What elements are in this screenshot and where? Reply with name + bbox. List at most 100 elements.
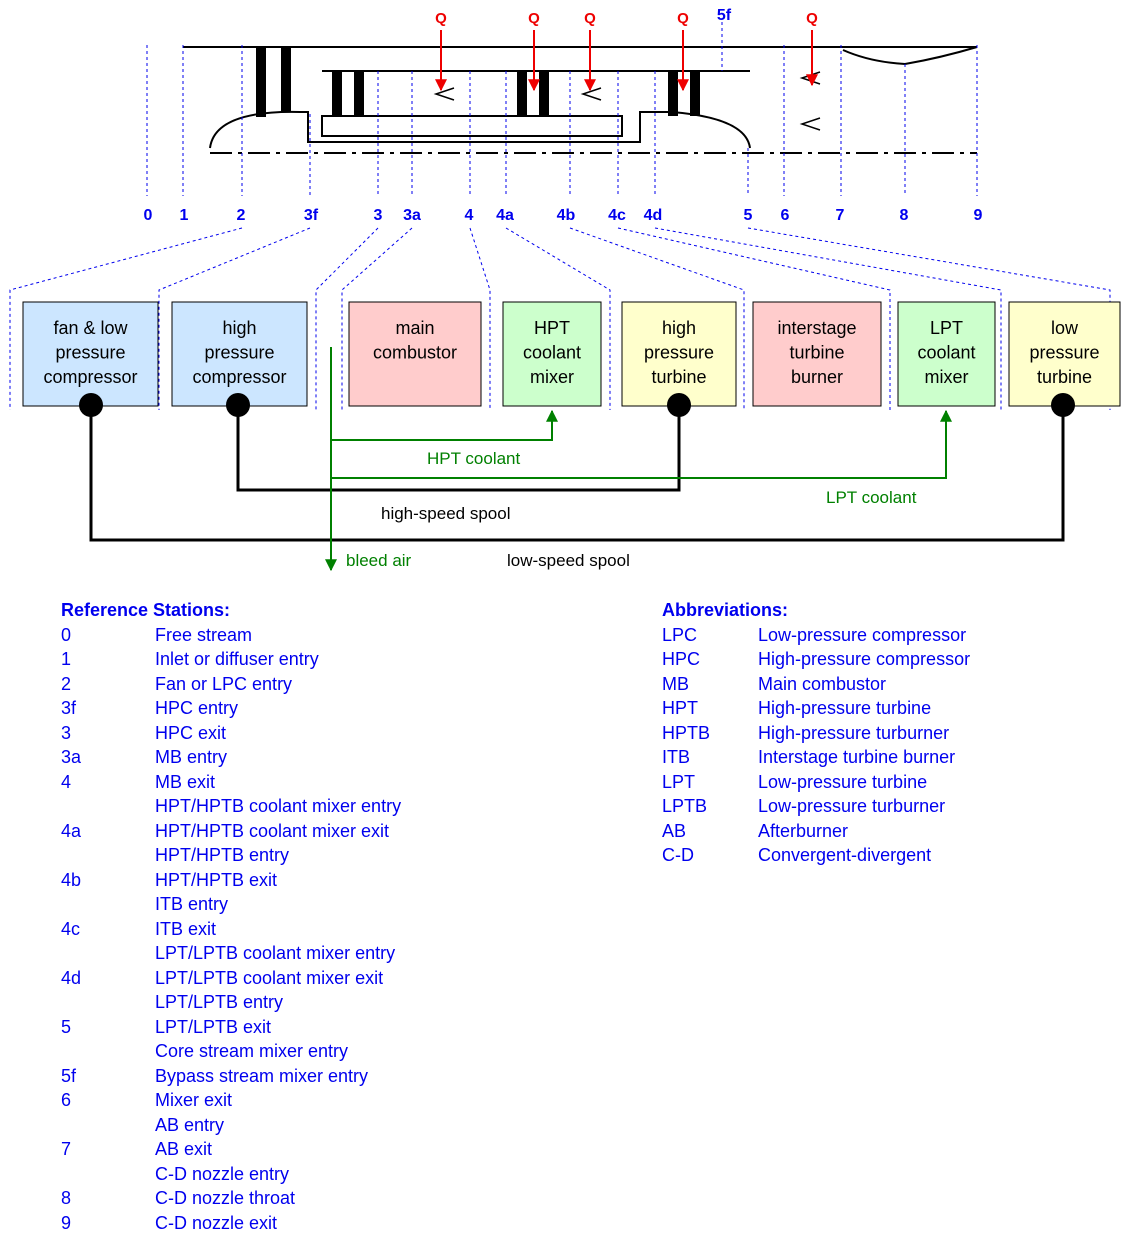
heat-addition-label: Q (677, 10, 689, 27)
low-speed-spool-line (89, 405, 1065, 542)
station-ref-key (61, 794, 155, 819)
hpc-blade (354, 71, 364, 116)
station-ref-row: ITB entry (61, 892, 401, 917)
station-connector-line (569, 227, 745, 410)
abbreviations-heading: Abbreviations: (662, 600, 789, 620)
lpt-blade (690, 71, 700, 116)
hpt-mixer-label-line: HPT (534, 318, 570, 338)
station-ref-key: 4b (61, 869, 82, 890)
abbreviation-key: LPTB (662, 796, 708, 816)
station-ref-key (61, 990, 155, 1015)
station-ref-description: HPC entry (155, 698, 239, 718)
hpt-coolant-arrow (331, 409, 558, 441)
station-ref-description: HPC exit (155, 722, 227, 743)
station-lines (146, 22, 978, 196)
station-ref-row: 7 AB exit (61, 1137, 401, 1162)
lpt-mixer-label-line: coolant (917, 343, 975, 363)
station-ref-description: Free stream (155, 624, 253, 645)
station-ref-key: 7 (61, 1139, 72, 1159)
shaft-tube (321, 115, 623, 137)
station-ref-row: LPT/LPTB entry (61, 990, 401, 1015)
engine-cross-section (183, 46, 978, 154)
hpc-label-line: compressor (192, 367, 286, 387)
station-ref-description: C-D nozzle entry (155, 1163, 290, 1184)
station-ref-row: HPT/HPTB entry (61, 843, 401, 868)
heat-addition-label: Q (435, 10, 447, 27)
station-label-0: 0 (144, 207, 153, 224)
station-ref-description: Inlet or diffuser entry (155, 649, 319, 669)
main-combustor-label-line: main (395, 318, 434, 338)
station-connector-line (469, 227, 491, 410)
abbreviation-key: HPC (662, 649, 701, 669)
station-label-3a: 3a (403, 207, 421, 224)
high-speed-spool-line (236, 405, 681, 492)
flame-holder-icon (433, 87, 455, 101)
abbreviation-description: Afterburner (758, 820, 849, 841)
station-ref-key: 5f (61, 1065, 77, 1086)
station-ref-description: HPT/HPTB coolant mixer exit (155, 820, 390, 841)
station-ref-description: Core stream mixer entry (155, 1041, 349, 1061)
station-ref-key: 4d (61, 967, 82, 988)
station-ref-description: Fan or LPC entry (155, 673, 293, 694)
itb-label-line: interstage (777, 318, 856, 338)
spool-endpoints (79, 393, 1075, 417)
station-ref-description: MB entry (155, 747, 228, 767)
high-speed-spool-label: high-speed spool (381, 504, 510, 523)
station-ref-key: 8 (61, 1188, 72, 1208)
station-ref-key (61, 1113, 155, 1138)
station-ref-description: AB entry (155, 1114, 225, 1135)
heat-addition-label: Q (584, 10, 596, 27)
fan-lpc-label-line: pressure (55, 343, 125, 363)
fan-blade (256, 47, 266, 117)
lpt-mixer-label-line: LPT (930, 318, 963, 338)
hpt-coolant-label: HPT coolant (427, 449, 521, 468)
station-ref-key: 4a (61, 820, 82, 841)
station-ref-key (61, 843, 155, 868)
station-connector-line (158, 227, 311, 410)
abbreviation-key: HPT (662, 698, 698, 718)
station-label-3f: 3f (304, 207, 319, 224)
flame-holder-icon (799, 117, 821, 131)
station-ref-description: LPT/LPTB coolant mixer exit (155, 967, 384, 988)
fan-lpc-label-line: fan & low (53, 318, 128, 338)
hpc-blade (332, 71, 342, 116)
itb-label-line: turbine (789, 343, 844, 363)
station-ref-description: AB exit (155, 1139, 213, 1159)
abbreviation-description: Convergent-divergent (758, 845, 932, 865)
abbreviation-description: Low-pressure turbine (758, 771, 928, 792)
station-label-4b: 4b (557, 207, 576, 224)
station-ref-description: MB exit (155, 771, 216, 792)
station-label-8: 8 (900, 207, 909, 224)
abbreviation-key: LPT (662, 771, 696, 792)
abbreviation-description: Main combustor (758, 673, 887, 694)
lpt-mixer-label-line: mixer (925, 367, 969, 387)
station-ref-row: 3f HPC entry (61, 696, 401, 721)
station-ref-description: HPT/HPTB entry (155, 845, 290, 865)
spinner-hub (209, 110, 751, 149)
station-ref-description: LPT/LPTB entry (155, 992, 284, 1012)
station-ref-key: 3f (61, 698, 77, 718)
spool-node (667, 393, 691, 417)
station-ref-key: 0 (61, 624, 72, 645)
station-label-5f: 5f (717, 7, 732, 24)
abbreviation-description: Interstage turbine burner (758, 747, 956, 767)
station-connector-line (747, 227, 1111, 410)
